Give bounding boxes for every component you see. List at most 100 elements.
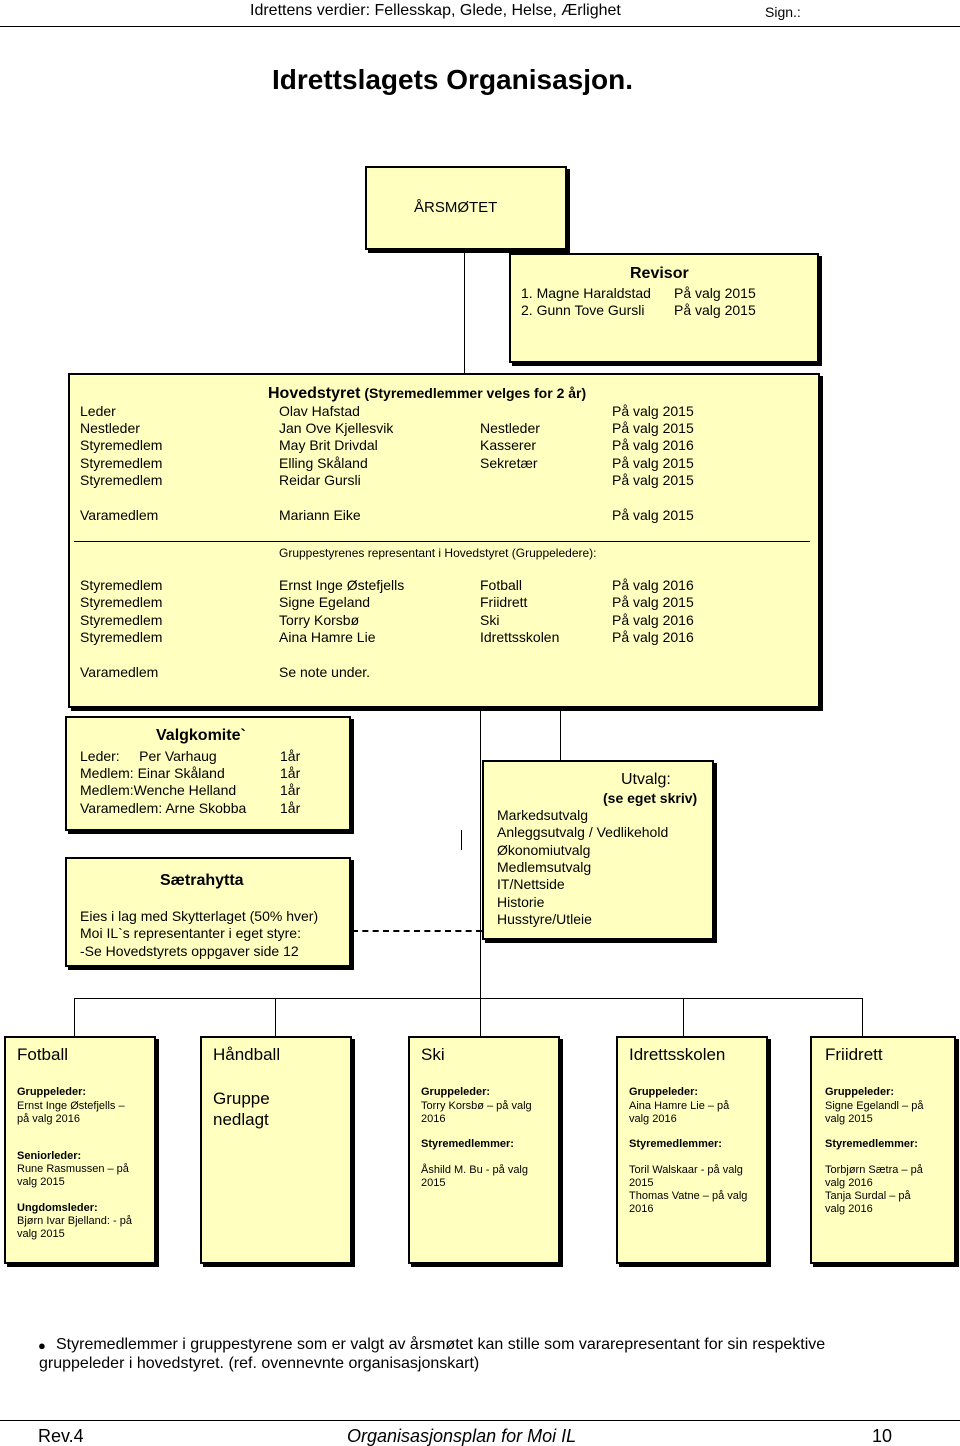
group-vara-role: Varamedlem (80, 664, 159, 680)
member-valg-3: På valg 2016 (612, 437, 694, 453)
group-fotball-name: Fotball (17, 1045, 69, 1064)
revisor-box: Revisor 1. Magne Haraldstad På valg 2015… (509, 253, 819, 363)
group-fotball-label-3: Ungdomsleder: (17, 1202, 98, 1214)
group-valg-4: På valg 2016 (612, 629, 694, 645)
valgkomite-term-1: 1år (280, 748, 301, 764)
group-idrettsskolen-value-1b: valg 2016 (629, 1113, 677, 1125)
group-box-idrettsskolen: Idrettsskolen Gruppeleder: Aina Hamre Li… (616, 1036, 768, 1264)
group-handball-note-1: Gruppe (213, 1089, 270, 1108)
vara-valg: På valg 2015 (612, 507, 694, 523)
member-valg-2: På valg 2015 (612, 420, 694, 436)
member-name-3: May Brit Drivdal (279, 437, 378, 453)
group-friidrett-label-1: Gruppeleder: (825, 1086, 895, 1098)
member-name-4: Elling Skåland (279, 455, 368, 471)
footer-divider (0, 1420, 960, 1421)
member-role-5: Styremedlem (80, 472, 163, 488)
utvalg-item-1: Markedsutvalg (497, 807, 589, 823)
group-ski-value-1a: Torry Korsbø – på valg (421, 1100, 532, 1112)
saetrahytta-line-1: Eies i lag med Skytterlaget (50% hver) (80, 908, 319, 924)
footer-page-number: 10 (872, 1426, 893, 1446)
footer-title: Organisasjonsplan for Moi IL (347, 1426, 577, 1446)
group-friidrett-label-2: Styremedlemmer: (825, 1138, 918, 1150)
group-fotball-label-2: Seniorleder: (17, 1150, 82, 1162)
saetrahytta-box: Sætrahytta Eies i lag med Skytterlaget (… (65, 857, 351, 967)
member-valg-1: På valg 2015 (612, 403, 694, 419)
utvalg-box: Utvalg: (se eget skriv) Markedsutvalg An… (482, 760, 714, 940)
group-valg-2: På valg 2015 (612, 594, 694, 610)
group-idrettsskolen-value-2a: Toril Walskaar - på valg (629, 1164, 743, 1176)
vara-name: Mariann Eike (279, 507, 361, 523)
group-vara-name: Se note under. (279, 664, 371, 680)
member-role-2: Nestleder (80, 420, 140, 436)
arsmote-title: ÅRSMØTET (414, 199, 498, 216)
utvalg-item-6: Historie (497, 894, 545, 910)
group-heading: Gruppestyrenes representant i Hovedstyre… (279, 546, 597, 560)
valgkomite-label-1: Leder: Per Varhaug (80, 748, 217, 764)
group-friidrett-name: Friidrett (825, 1045, 883, 1064)
group-extra-4: Idrettsskolen (480, 629, 560, 645)
utvalg-item-5: IT/Nettside (497, 876, 565, 892)
group-name-2: Signe Egeland (279, 594, 371, 610)
group-idrettsskolen-name: Idrettsskolen (629, 1045, 726, 1064)
group-fotball-value-1a: Ernst Inge Østefjells – (17, 1100, 125, 1112)
group-ski-name: Ski (421, 1045, 445, 1064)
revisor-name-2: 2. Gunn Tove Gursli (521, 302, 645, 318)
group-box-fotball: Fotball Gruppeleder: Ernst Inge Østefjel… (4, 1036, 156, 1264)
group-ski-label-2: Styremedlemmer: (421, 1138, 514, 1150)
member-valg-4: På valg 2015 (612, 455, 694, 471)
utvalg-item-3: Økonomiutvalg (497, 842, 591, 858)
saetrahytta-line-3: -Se Hovedstyrets oppgaver side 12 (80, 943, 299, 959)
page-title: Idrettslagets Organisasjon. (272, 64, 633, 95)
group-friidrett-value-2b: valg 2016 (825, 1177, 873, 1189)
revisor-valg-2: På valg 2015 (674, 302, 756, 318)
member-name-5: Reidar Gursli (279, 472, 361, 488)
group-ski-value-2a: Åshild M. Bu - på valg (421, 1164, 528, 1176)
utvalg-item-2: Anleggsutvalg / Vedlikehold (497, 824, 669, 840)
note-line-1: Styremedlemmer i gruppestyrene som er va… (56, 1336, 826, 1353)
note-bullet: ● (38, 1338, 46, 1353)
utvalg-item-7: Husstyre/Utleie (497, 911, 592, 927)
header-title: Idrettens verdier: Fellesskap, Glede, He… (250, 2, 621, 19)
valgkomite-title: Valgkomite` (156, 727, 246, 744)
connector-hovedstyret-utvalg (560, 708, 561, 760)
group-idrettsskolen-value-2c: Thomas Vatne – på valg (629, 1190, 748, 1202)
group-box-friidrett: Friidrett Gruppeleder: Signe Egelandl – … (810, 1036, 956, 1264)
group-ski-value-1b: 2016 (421, 1113, 446, 1125)
hovedstyret-heading: Hovedstyret (Styremedlemmer velges for 2… (268, 385, 586, 402)
member-role-3: Styremedlem (80, 437, 163, 453)
hovedstyret-subtitle: (Styremedlemmer velges for 2 år) (364, 385, 587, 401)
group-idrettsskolen-label-1: Gruppeleder: (629, 1086, 699, 1098)
connector-group-bar (74, 998, 862, 999)
member-extra-2: Nestleder (480, 420, 540, 436)
group-fotball-value-2b: valg 2015 (17, 1176, 65, 1188)
valgkomite-term-3: 1år (280, 782, 301, 798)
group-friidrett-value-1a: Signe Egelandl – på (825, 1100, 924, 1112)
member-extra-3: Kasserer (480, 437, 537, 453)
group-ski-value-2b: 2015 (421, 1177, 446, 1189)
group-role-2: Styremedlem (80, 594, 163, 610)
group-name-4: Aina Hamre Lie (279, 629, 376, 645)
group-idrettsskolen-label-2: Styremedlemmer: (629, 1138, 722, 1150)
note-line-2: gruppeleder i hovedstyret. (ref. ovennev… (39, 1355, 480, 1372)
member-name-1: Olav Hafstad (279, 403, 360, 419)
group-name-1: Ernst Inge Østefjells (279, 577, 405, 593)
connector-idrettsskolen (683, 998, 684, 1036)
hovedstyret-box: Hovedstyret (Styremedlemmer velges for 2… (68, 373, 820, 708)
valgkomite-label-2: Medlem: Einar Skåland (80, 765, 225, 781)
connector-ski (480, 998, 481, 1036)
valgkomite-label-4: Varamedlem: Arne Skobba (80, 800, 247, 816)
group-role-3: Styremedlem (80, 612, 163, 628)
group-box-handball: Håndball Gruppe nedlagt (200, 1036, 352, 1264)
group-fotball-value-1b: på valg 2016 (17, 1113, 80, 1125)
group-idrettsskolen-value-1a: Aina Hamre Lie – på (629, 1100, 730, 1112)
connector-arsmote-hovedstyret (464, 251, 465, 374)
group-extra-3: Ski (480, 612, 500, 628)
valgkomite-term-2: 1år (280, 765, 301, 781)
dashed-connector-saetrahytta-utvalg (352, 930, 482, 932)
group-valg-1: På valg 2016 (612, 577, 694, 593)
group-extra-1: Fotball (480, 577, 523, 593)
group-box-ski: Ski Gruppeleder: Torry Korsbø – på valg … (408, 1036, 560, 1264)
group-name-3: Torry Korsbø (279, 612, 360, 628)
valgkomite-label-3: Medlem:Wenche Helland (80, 782, 237, 798)
group-handball-note-2: nedlagt (213, 1110, 269, 1129)
